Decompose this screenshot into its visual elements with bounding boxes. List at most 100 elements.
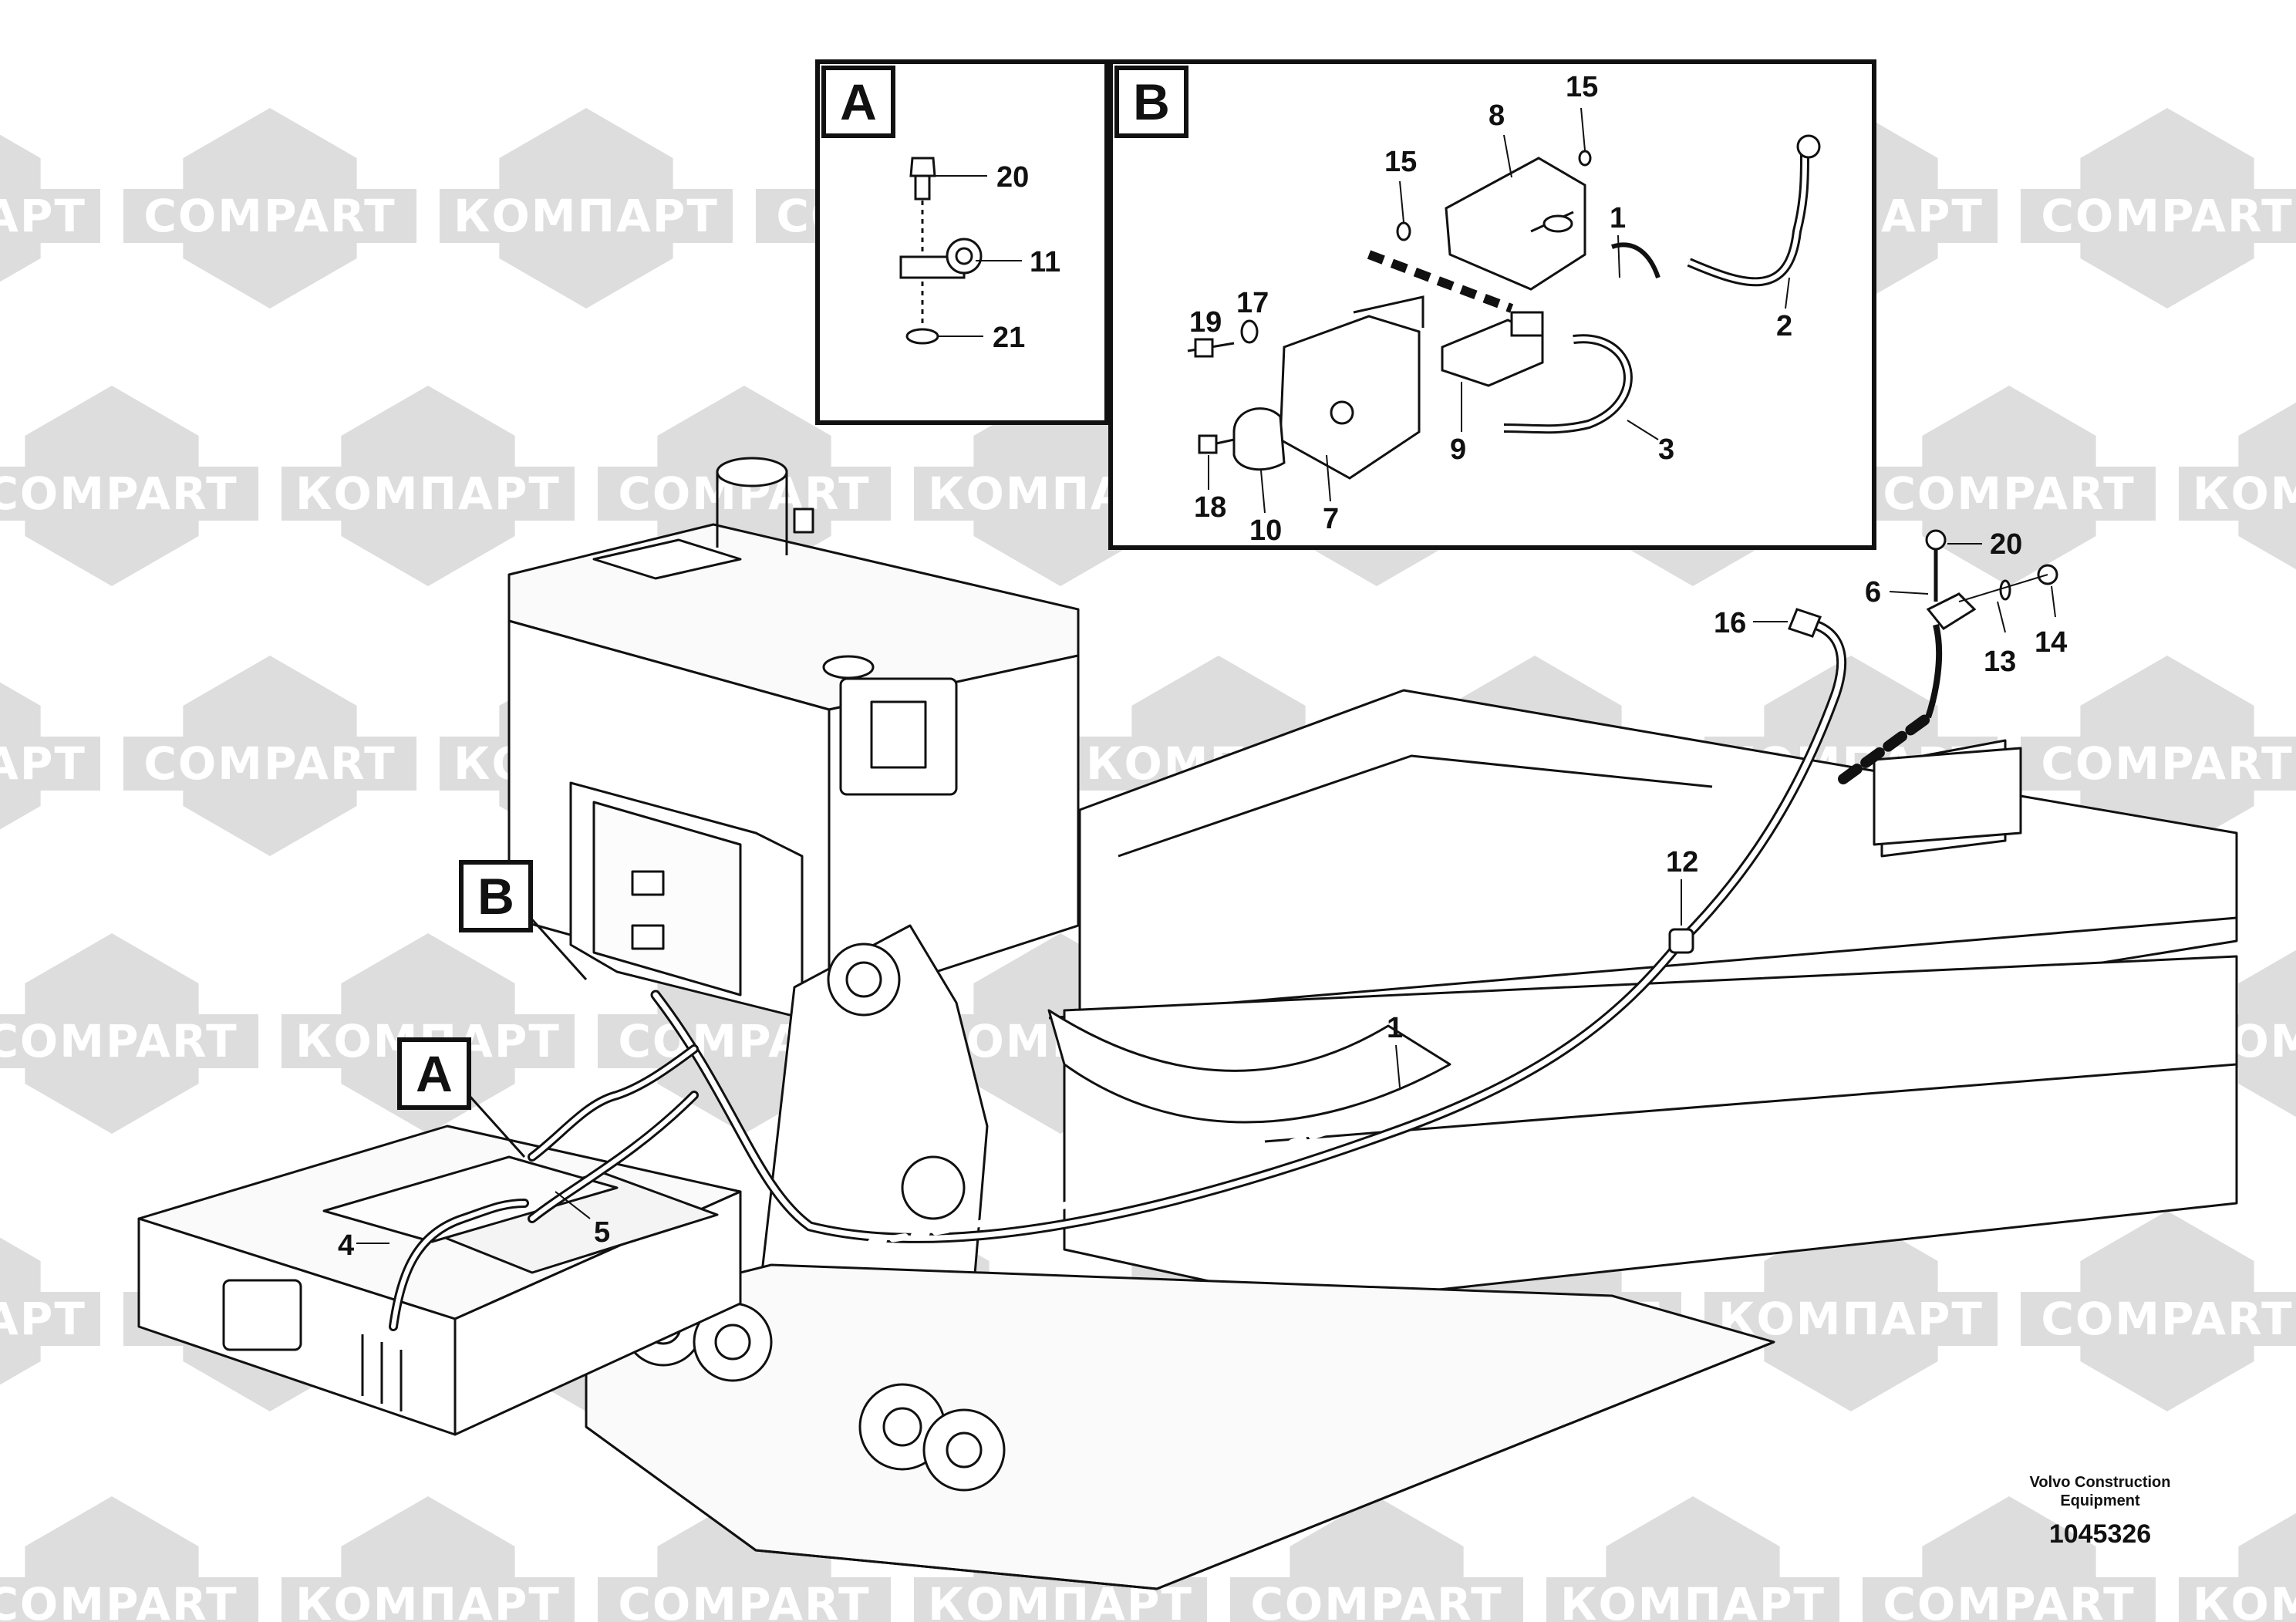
watermark-text: КОМПАРТ [1560, 1578, 1826, 1622]
callout-11: 11 [1030, 246, 1060, 278]
watermark-text: COMPART [143, 737, 396, 790]
cable-hidden-dashes [868, 1107, 1392, 1246]
washer-17 [1240, 319, 1259, 344]
tank-fitting [793, 508, 814, 534]
watermark-text: COMPART [0, 1015, 238, 1067]
callout-4: 4 [338, 1229, 354, 1262]
ground-connector-parts [1668, 529, 2058, 954]
callout-1-main: 1 [1387, 1012, 1403, 1044]
cover-8 [1445, 157, 1586, 291]
callouts-detail-b: 8 15 15 1 2 19 17 9 3 18 10 7 [1189, 71, 1792, 547]
battery-box-handle [222, 1279, 302, 1351]
marker-b: B [459, 860, 588, 981]
watermark-text: COMPART [2041, 1293, 2293, 1345]
watermark-text: КОМПАРТ [0, 1293, 86, 1345]
tank-port [822, 655, 875, 679]
box-component-2 [631, 924, 665, 950]
watermark-band [598, 1577, 891, 1622]
detail-a-parts [899, 157, 983, 345]
battery-vents [361, 1334, 403, 1411]
watermark-text: КОМПАРТ [2193, 467, 2296, 520]
washer-21 [905, 328, 939, 345]
watermark-band [2021, 737, 2296, 791]
watermark-band [1546, 1577, 1839, 1622]
callout-13: 13 [1984, 646, 2016, 678]
watermark-band [0, 737, 100, 791]
callout-9: 9 [1450, 433, 1466, 466]
callout-5: 5 [594, 1216, 610, 1249]
marker-b-label: B [477, 868, 514, 925]
watermark-band [123, 189, 416, 243]
watermark-text: КОМПАРТ [453, 190, 719, 242]
deck-edge [585, 1340, 1775, 1590]
watermark-text: COMPART [1883, 1578, 2135, 1622]
watermark-text: КОМПАРТ [0, 737, 86, 790]
washer-15b [1578, 150, 1592, 167]
lug-2-inner [714, 1324, 751, 1361]
watermark-text: COMPART [618, 1578, 870, 1622]
watermark-band [440, 189, 733, 243]
maker-line-1: Volvo Construction [2030, 1474, 2171, 1491]
strap-6 [1925, 624, 1943, 719]
bolt-20-a [909, 157, 936, 177]
watermark-band [0, 467, 258, 521]
callout-18: 18 [1194, 491, 1226, 524]
callout-10: 10 [1249, 514, 1282, 547]
marker-a-label: A [416, 1045, 453, 1102]
callout-1-b: 1 [1610, 202, 1626, 234]
watermark-band [2179, 467, 2296, 521]
watermark-band [0, 1014, 258, 1068]
watermark-band [123, 737, 416, 791]
callout-14: 14 [2035, 626, 2067, 659]
watermark-text: COMPART [1250, 1578, 1502, 1622]
watermark-band [1863, 1577, 2156, 1622]
callout-16: 16 [1714, 607, 1746, 639]
bracket-pin-2 [901, 1155, 966, 1220]
watermark-text: COMPART [0, 1578, 238, 1622]
tank-panel-inner [870, 700, 927, 769]
watermark-text: КОМПАРТ [295, 467, 561, 520]
callout-21: 21 [993, 322, 1025, 354]
callout-7: 7 [1323, 503, 1339, 535]
watermark-text: КОМПАРТ [1718, 1293, 1984, 1345]
cable-lug-16 [1788, 608, 1822, 638]
callout-2: 2 [1776, 310, 1792, 342]
watermark-band [2179, 1577, 2296, 1622]
detail-b-label: B [1133, 73, 1170, 130]
callout-20-a: 20 [996, 161, 1029, 194]
battery-tray [322, 1155, 619, 1243]
marker-a: A [397, 1037, 526, 1158]
bolt-18 [1198, 434, 1218, 454]
watermark-band [1230, 1577, 1523, 1622]
boom-arm [1047, 1009, 1451, 1124]
callout-20-main: 20 [1990, 528, 2022, 561]
lug-3-inner [882, 1407, 922, 1447]
main-frame-rail-bottom [1264, 1063, 2237, 1143]
callout-15-top: 15 [1566, 71, 1598, 103]
end-block [1873, 747, 2022, 846]
main-cables [389, 615, 1934, 1331]
watermark-band [1863, 467, 2156, 521]
washer-13 [1999, 579, 2011, 601]
washer-15a [1396, 221, 1411, 241]
watermark-text: КОМПАРТ [0, 190, 86, 242]
bracket-pin-1-inner [845, 961, 882, 998]
bolt-19 [1194, 338, 1214, 358]
watermark-band [0, 1292, 100, 1346]
control-box-inner [592, 801, 742, 996]
watermark-text: КОМПАРТ [2193, 1578, 2296, 1622]
main-frame-side [1063, 955, 2238, 1305]
watermark-band [282, 467, 575, 521]
watermark-text: COMPART [143, 190, 396, 242]
watermark-text: COMPART [0, 467, 238, 520]
callout-3: 3 [1658, 433, 1674, 466]
watermark-text: COMPART [1883, 467, 2135, 520]
watermark-band [282, 1577, 575, 1622]
maker-line-2: Equipment [2060, 1492, 2140, 1509]
watermark-band [2021, 1292, 2296, 1346]
bushing-10 [1232, 407, 1286, 471]
frame-inner-beam [1118, 754, 1713, 858]
callout-6: 6 [1865, 576, 1881, 609]
clamp-12 [1668, 928, 1694, 954]
